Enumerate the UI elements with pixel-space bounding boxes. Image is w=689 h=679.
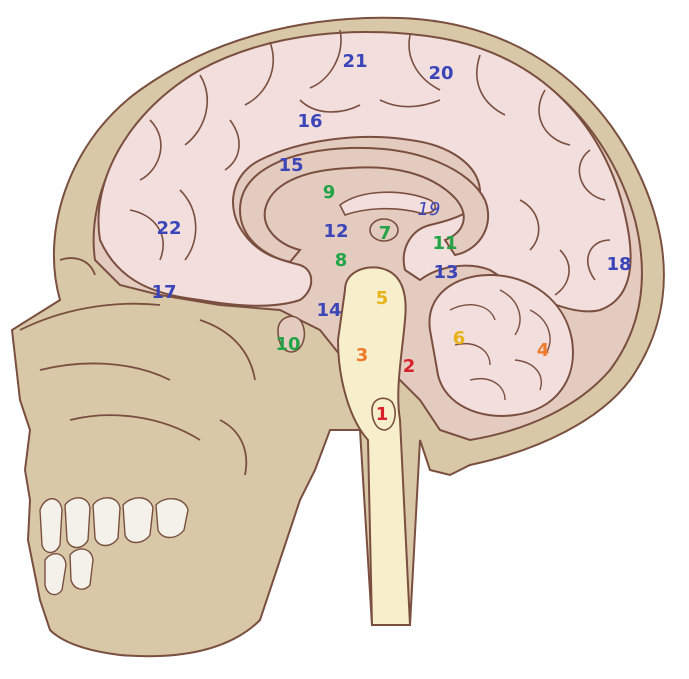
label-11: 11 — [432, 233, 457, 254]
cerebellum-folia — [449, 289, 551, 401]
label-16: 16 — [297, 111, 322, 132]
label-18: 18 — [606, 254, 631, 275]
thalamus-oval — [369, 218, 399, 242]
medulla-bulge — [371, 397, 396, 431]
lateral-ventricle — [338, 191, 436, 216]
label-9: 9 — [323, 182, 336, 203]
teeth — [39, 497, 189, 596]
label-17: 17 — [151, 282, 176, 303]
cerebellum — [428, 273, 574, 417]
label-8: 8 — [335, 250, 348, 271]
label-12: 12 — [323, 221, 348, 242]
labels: 1 2 3 4 5 6 7 8 9 10 11 12 13 14 15 16 1… — [151, 51, 631, 425]
face-bones — [19, 257, 256, 476]
pituitary — [277, 315, 306, 353]
label-5: 5 — [376, 288, 389, 309]
label-15: 15 — [278, 155, 303, 176]
label-3: 3 — [356, 345, 369, 366]
label-22: 22 — [156, 218, 181, 239]
label-14: 14 — [316, 300, 341, 321]
label-4: 4 — [537, 340, 550, 361]
label-19: 19 — [418, 199, 441, 220]
brainstem — [336, 266, 412, 626]
cerebrum — [97, 31, 632, 313]
label-2: 2 — [403, 356, 416, 377]
corpus-callosum — [238, 146, 490, 264]
gyri — [129, 29, 611, 296]
label-21: 21 — [342, 51, 367, 72]
label-13: 13 — [433, 262, 458, 283]
label-10: 10 — [275, 334, 300, 355]
label-7: 7 — [379, 223, 392, 244]
label-20: 20 — [428, 63, 453, 84]
label-1: 1 — [376, 404, 389, 425]
label-6: 6 — [453, 328, 466, 349]
